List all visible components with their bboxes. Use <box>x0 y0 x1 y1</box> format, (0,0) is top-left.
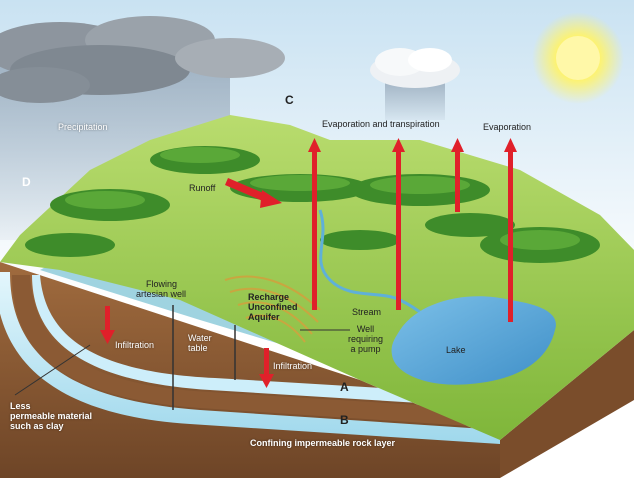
lake-label: Lake <box>446 345 466 355</box>
clay-leader <box>14 344 91 396</box>
letter-b: B <box>340 413 349 427</box>
soil-block-side <box>500 330 634 478</box>
evaporation-arrows <box>308 138 517 322</box>
infiltration-arrows <box>100 306 274 388</box>
small-cloud <box>370 48 460 120</box>
water-table-label: Water table <box>188 333 212 353</box>
unconfined-aquifer <box>32 275 500 408</box>
infiltration-right-label: Infiltration <box>273 361 313 371</box>
confining-layer-label: Confining impermeable rock layer <box>250 438 396 448</box>
runoff-label: Runoff <box>189 183 216 193</box>
recharge-aquifer-label: Recharge Unconfined Aquifer <box>248 292 298 322</box>
well-requiring-pump-label: Well requiring a pump <box>348 324 384 354</box>
flowing-artesian-well-label: Flowing artesian well <box>136 279 187 299</box>
recharge-terraces <box>224 275 321 343</box>
evap-transpiration-label: Evaporation and transpiration <box>322 119 440 129</box>
less-permeable-label: Less permeable material such as clay <box>10 401 93 431</box>
letter-c: C <box>285 93 294 107</box>
clay-layer <box>12 275 500 428</box>
sun-core <box>556 36 600 80</box>
infiltration-left-label: Infiltration <box>115 340 155 350</box>
lake <box>391 296 556 385</box>
letter-a: A <box>340 380 349 394</box>
evaporation-label: Evaporation <box>483 122 532 132</box>
precipitation-label: Precipitation <box>58 122 108 132</box>
stream-label: Stream <box>352 307 382 317</box>
letter-d: D <box>22 175 31 189</box>
confined-aquifer <box>0 272 500 444</box>
runoff-arrow <box>225 178 282 208</box>
